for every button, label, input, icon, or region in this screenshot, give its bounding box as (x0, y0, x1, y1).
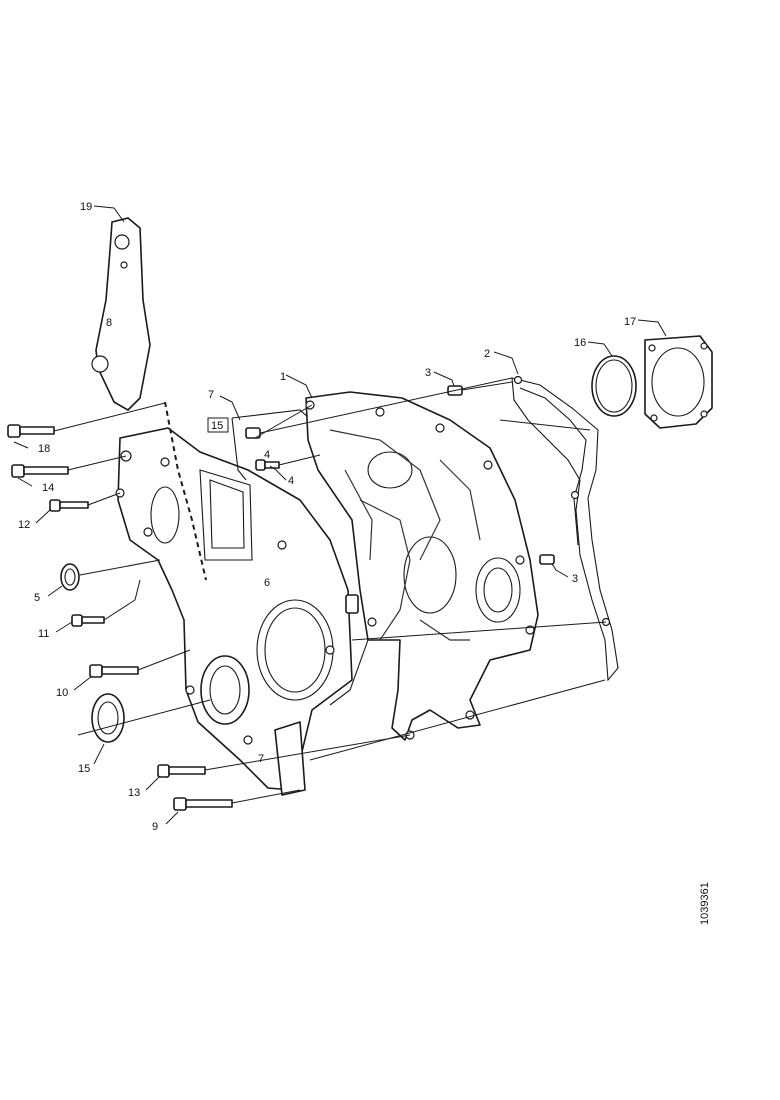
dowel-part-3-right (539, 554, 555, 565)
dowel-part-8 (345, 594, 359, 614)
callout-11: 11 (38, 628, 49, 640)
callout-labels: 19 8 18 14 12 5 11 10 15 13 9 7 6 7 4 4 … (18, 201, 636, 833)
bolt-part-12 (49, 499, 89, 512)
callout-13: 13 (128, 787, 140, 799)
callout-7-upper: 7 (208, 389, 214, 401)
callout-1: 1 (280, 371, 286, 383)
callout-9: 9 (152, 821, 158, 833)
flange-plate-part-17 (644, 335, 713, 429)
callout-19: 19 (80, 201, 92, 213)
callout-4-upper: 4 (264, 449, 270, 461)
bolt-part-13 (157, 764, 206, 778)
callout-2: 2 (484, 348, 490, 360)
callout-7-lower: 7 (258, 753, 264, 765)
callout-18: 18 (38, 443, 50, 455)
callout-10: 10 (56, 687, 68, 699)
cover-plate-part-19 (91, 217, 151, 411)
leader-lines (13, 205, 667, 825)
callout-15-box (207, 417, 229, 433)
document-number: 1039361 (699, 882, 711, 925)
callout-3-upper: 3 (425, 367, 431, 379)
bolt-part-18 (7, 424, 55, 438)
bolt-part-11 (71, 614, 105, 627)
callout-17: 17 (624, 316, 636, 328)
seal-part-5 (60, 563, 80, 591)
callout-5: 5 (34, 592, 40, 604)
bolt-part-9 (173, 797, 233, 811)
timing-cover-part-6 (115, 427, 353, 796)
bolts (7, 385, 555, 811)
callout-6: 6 (264, 577, 270, 589)
callout-3-right: 3 (572, 573, 578, 585)
callout-8: 8 (106, 317, 112, 329)
callout-15: 15 (78, 763, 90, 775)
bolt-part-14 (11, 464, 69, 478)
o-ring-part-16 (591, 355, 637, 417)
crank-seal-part-15 (91, 693, 125, 743)
callout-16: 16 (574, 337, 586, 349)
gear-housing-part-1 (305, 391, 539, 741)
bolt-part-10 (89, 664, 139, 678)
callout-15-boxed: 15 (211, 420, 223, 432)
bolt-part-4 (255, 459, 280, 471)
callout-14: 14 (42, 482, 54, 494)
callout-4: 4 (288, 475, 294, 487)
callout-12: 12 (18, 519, 30, 531)
